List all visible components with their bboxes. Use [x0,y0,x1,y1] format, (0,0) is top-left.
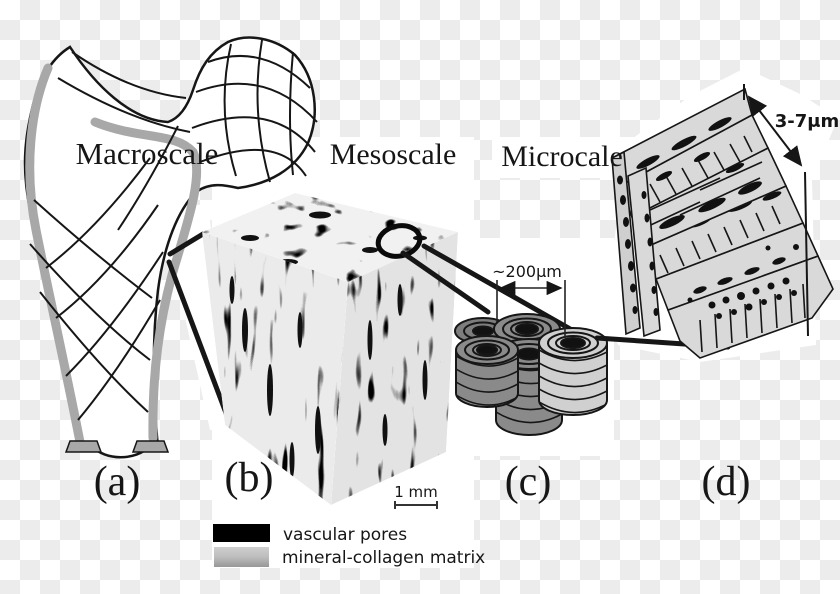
legend-label-vascular-pores: vascular pores [283,525,407,545]
left-strip-dots [617,175,659,316]
ct-cube [202,193,458,509]
osteon-diameter-dimension [496,280,566,338]
osteon-diameter-label: ~200μm [492,262,562,281]
panel-c-label: (c) [505,459,552,505]
macroscale-label: Macroscale [76,136,219,171]
lamellar-stack [611,87,834,359]
zoom-circle-marker [375,223,423,259]
zoom-cone-cube-to-osteons [400,243,575,333]
base-hatch [699,283,806,353]
panel-b-label: (b) [225,455,274,501]
lamella-thickness-label: 3-7μm [775,111,840,132]
zoom-cone-bone-to-cube [166,231,232,424]
lamella-thickness-dimension [743,84,809,337]
legend-label-mineral-collagen: mineral-collagen matrix [282,548,485,568]
panel-d-label: (d) [702,459,751,505]
microscale-label: Microcale [501,140,623,173]
plank4-hatch [659,205,781,274]
bone-illustration [23,36,318,459]
legend-swatch-mineral-collagen [214,547,269,567]
legend: vascular pores mineral-collagen matrix [213,524,485,568]
osteon-front-left [455,335,519,408]
trabecular-lines [29,39,318,421]
osteon-bundle [454,313,608,436]
cortical-gray-bands [25,63,202,447]
osteon-right-light [538,327,608,416]
panel-a-label: (a) [94,459,141,505]
scale-bar [394,501,438,509]
plank5-dots [687,244,799,303]
legend-swatch-vascular-pores [213,524,270,542]
mesoscale-label: Mesoscale [330,138,457,171]
bone-shaft-end-caps [64,440,170,453]
scale-bar-label: 1 mm [394,483,438,501]
